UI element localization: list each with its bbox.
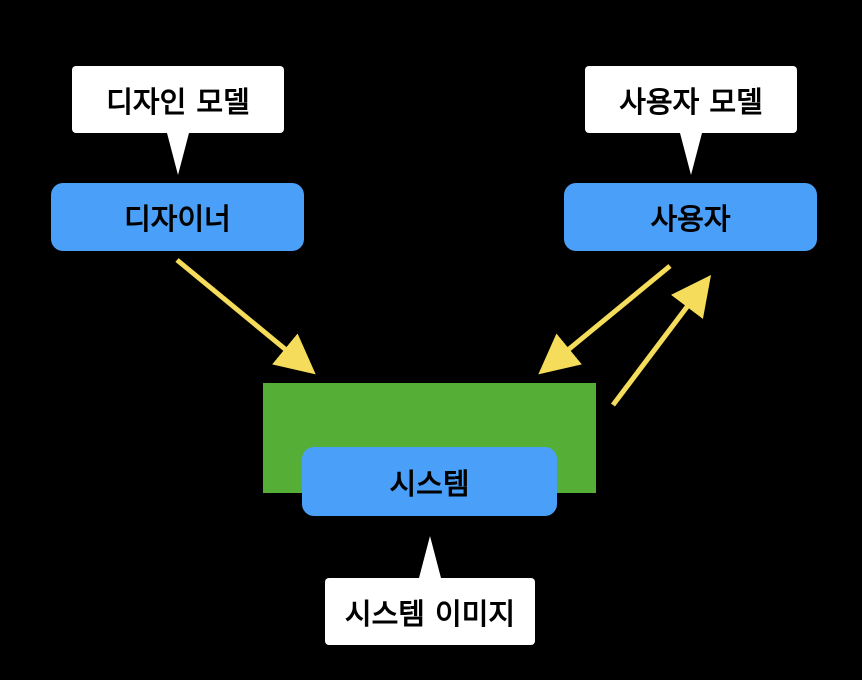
designer-node: 디자이너 [51,183,304,251]
user-model-bubble: 사용자 모델 [585,66,797,175]
system-node: 시스템 [302,447,557,516]
user-node: 사용자 [564,183,817,251]
system-node-label: 시스템 [389,466,470,501]
arrow-system-to-user [611,275,712,407]
user-model-bubble-tail [680,133,702,175]
designer-model-label: 디자인 모델 [106,84,250,119]
designer-model-bubble-tail [167,133,189,175]
designer-node-label: 디자이너 [124,202,231,236]
system-image-bubble: 시스템 이미지 [325,536,535,645]
arrow-user-to-system [538,264,672,375]
system-image-label: 시스템 이미지 [344,596,516,631]
user-node-label: 사용자 [650,202,731,236]
designer-model-bubble: 디자인 모델 [72,66,284,175]
user-model-label: 사용자 모델 [619,84,763,119]
system-image-bubble-tail [419,536,441,578]
arrow-designer-to-system [175,258,316,375]
